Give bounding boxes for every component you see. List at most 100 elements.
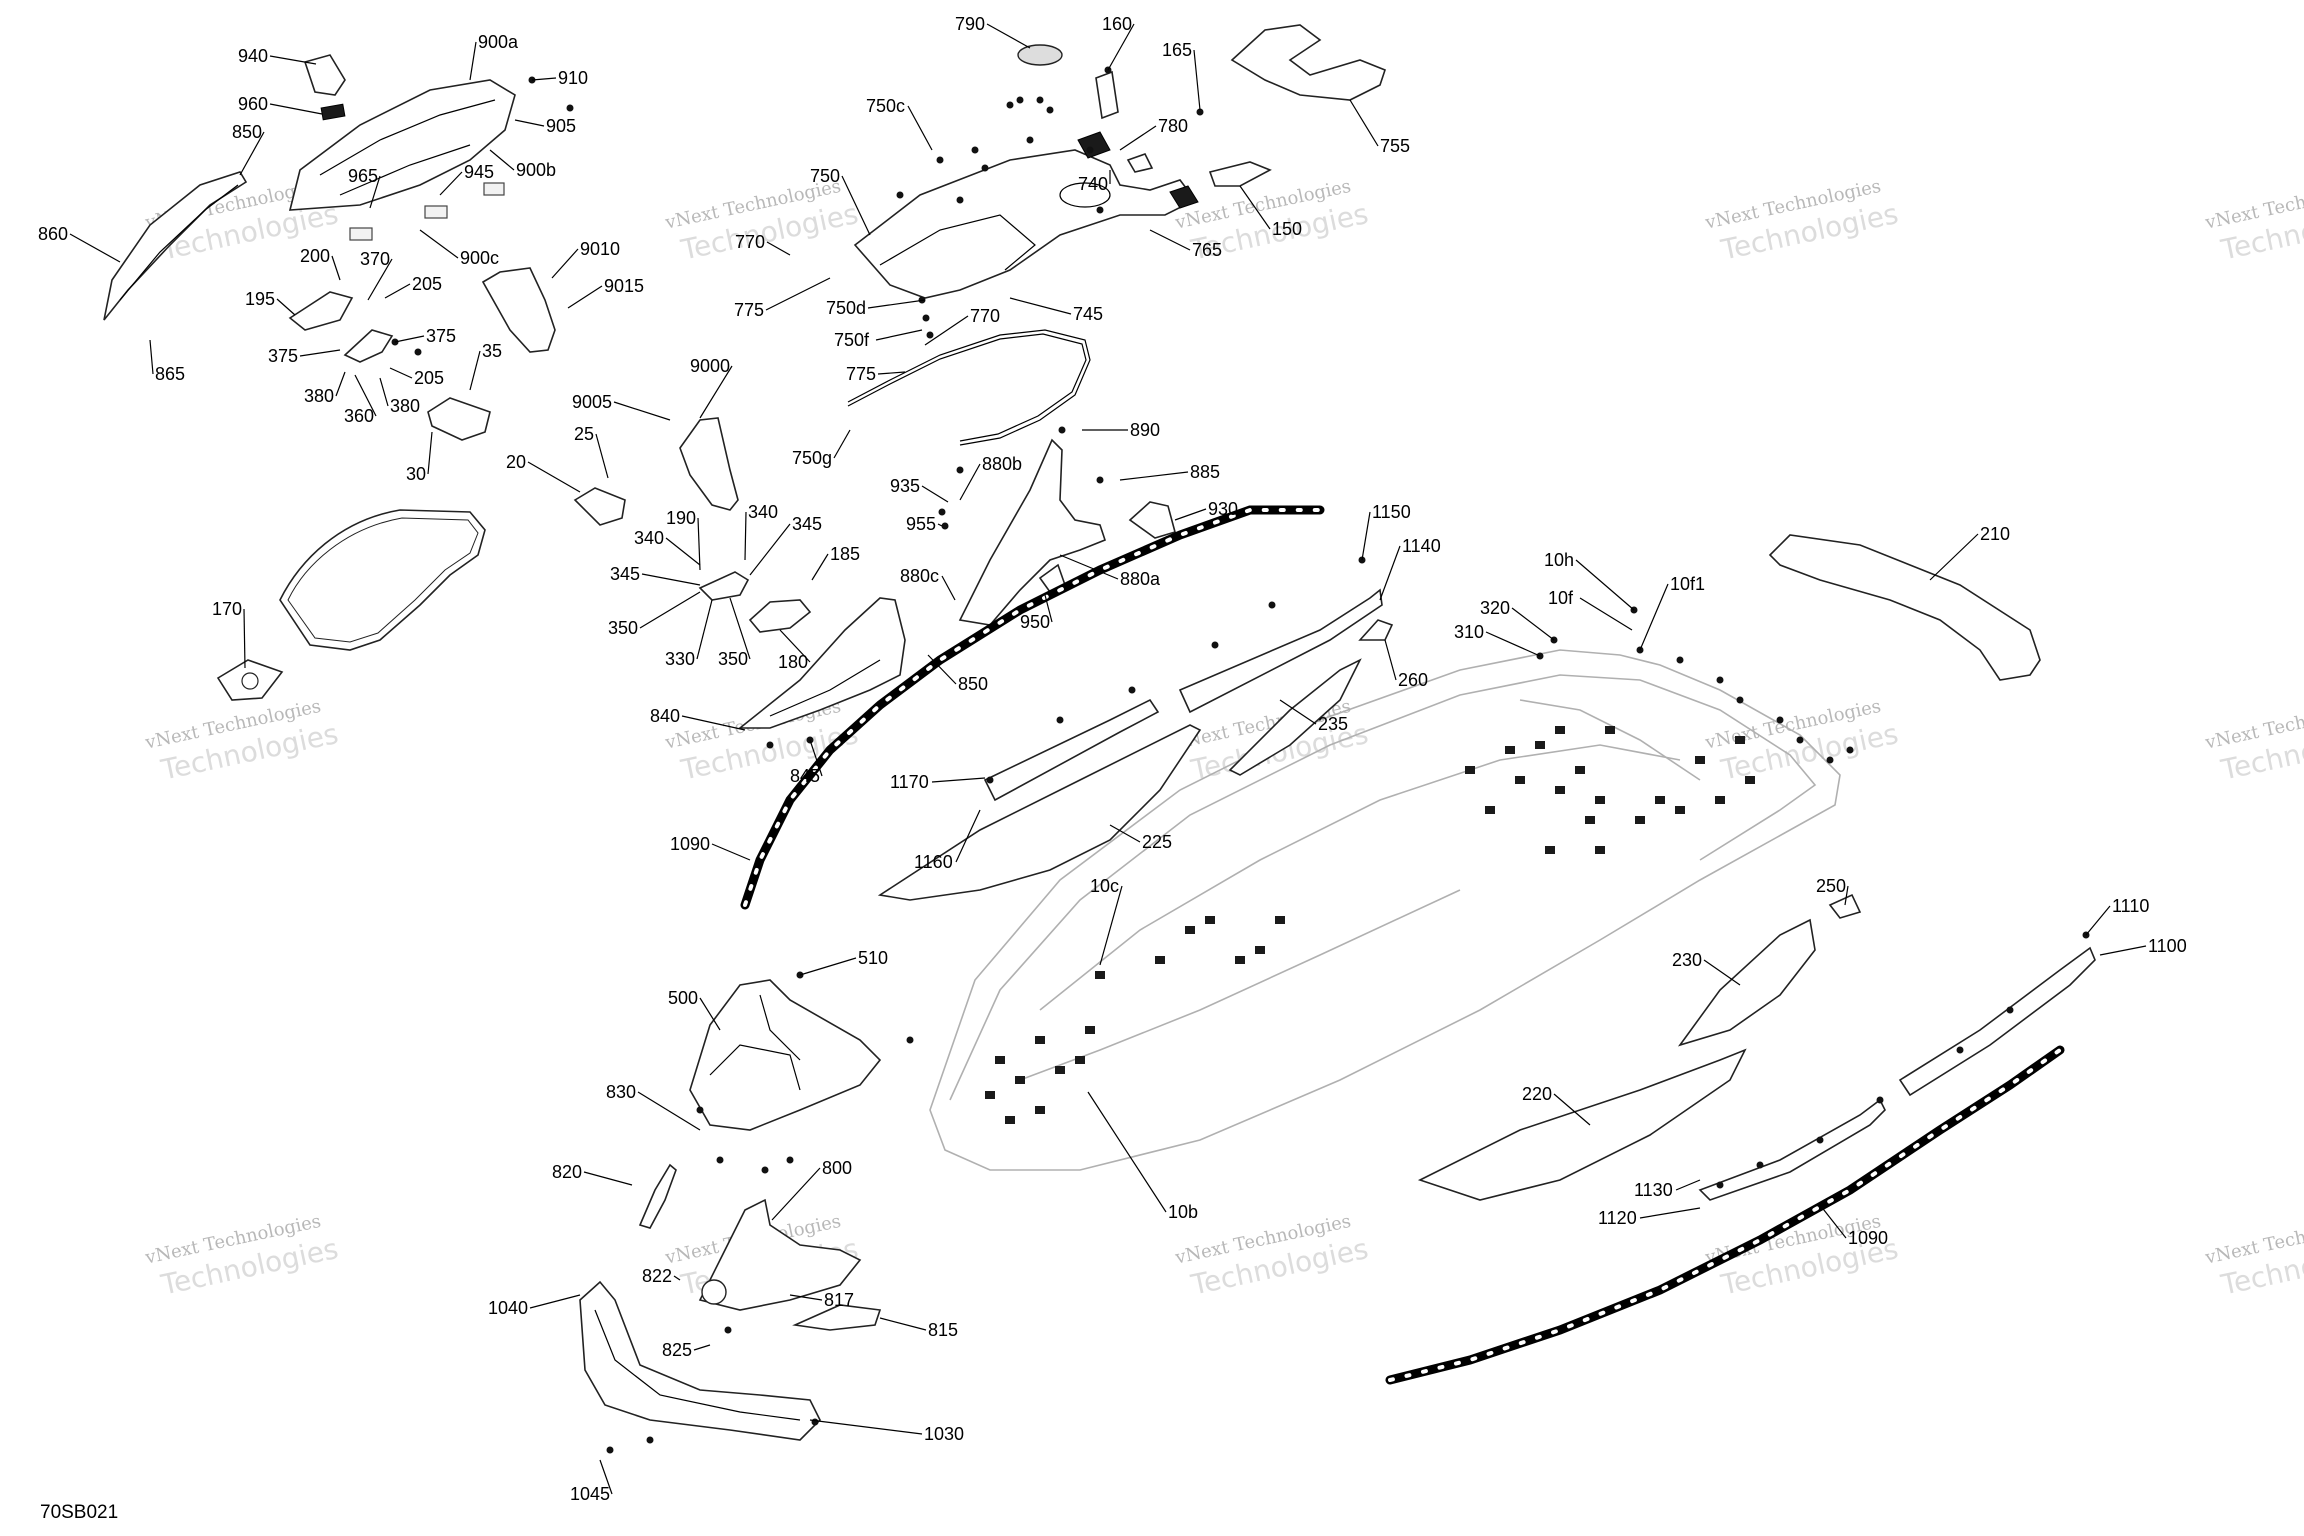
leader-line bbox=[941, 575, 956, 601]
part-500-front-cover bbox=[689, 979, 882, 1131]
leader-line bbox=[665, 537, 701, 566]
leader-line bbox=[2085, 905, 2111, 936]
leader-line bbox=[529, 1294, 581, 1309]
screw bbox=[1016, 96, 1024, 104]
hull-nut bbox=[1555, 786, 1565, 794]
hull-nut bbox=[1205, 916, 1215, 924]
callout-880a: 880a bbox=[1120, 569, 1161, 589]
callout-180: 180 bbox=[778, 652, 808, 672]
leader-line bbox=[379, 377, 389, 407]
screw bbox=[936, 156, 944, 164]
callout-910: 910 bbox=[558, 68, 588, 88]
hull-nut bbox=[1515, 776, 1525, 784]
part-170-plate bbox=[216, 659, 284, 701]
part-210-fender bbox=[1768, 534, 2041, 681]
callout-1040: 1040 bbox=[488, 1298, 528, 1318]
screw bbox=[1956, 1046, 1964, 1054]
screw bbox=[1676, 656, 1684, 664]
callout-380: 380 bbox=[390, 396, 420, 416]
part-195-bracket bbox=[288, 291, 354, 331]
screw bbox=[566, 104, 574, 112]
leader-line bbox=[1009, 297, 1072, 315]
leader-line bbox=[693, 1344, 711, 1351]
leader-line bbox=[1819, 1204, 1847, 1239]
part-235-fender bbox=[1228, 658, 1362, 776]
leader-line bbox=[427, 431, 433, 475]
callout-850: 850 bbox=[232, 122, 262, 142]
part-160 bbox=[1095, 70, 1119, 120]
callout-1030: 1030 bbox=[924, 1424, 964, 1444]
leader-line bbox=[1149, 229, 1191, 251]
callout-1090: 1090 bbox=[1848, 1228, 1888, 1248]
leader-line bbox=[1349, 99, 1379, 147]
leader-line bbox=[1279, 699, 1317, 725]
screw bbox=[1716, 1181, 1724, 1189]
callout-770: 770 bbox=[970, 306, 1000, 326]
screw bbox=[716, 1156, 724, 1164]
callout-1100: 1100 bbox=[2148, 936, 2187, 956]
part-960 bbox=[320, 103, 346, 121]
part-790-cap bbox=[1017, 44, 1063, 66]
leader-line bbox=[367, 258, 393, 301]
leader-line bbox=[1174, 508, 1207, 521]
part-360-bracket bbox=[343, 329, 394, 363]
callout-330: 330 bbox=[665, 649, 695, 669]
callout-822: 822 bbox=[642, 1266, 672, 1286]
part-940 bbox=[303, 54, 346, 96]
hull-nut bbox=[1735, 736, 1745, 744]
callout-955: 955 bbox=[906, 514, 936, 534]
callout-160: 160 bbox=[1102, 14, 1132, 34]
callout-220: 220 bbox=[1522, 1084, 1552, 1104]
leader-line bbox=[239, 131, 265, 176]
screw bbox=[971, 146, 979, 154]
screw bbox=[696, 1106, 704, 1114]
leader-line bbox=[673, 1275, 681, 1281]
leader-line bbox=[269, 103, 323, 115]
hull-nut bbox=[1185, 926, 1195, 934]
callout-817: 817 bbox=[824, 1290, 854, 1310]
callout-1150: 1150 bbox=[1372, 502, 1411, 522]
screw bbox=[811, 1418, 819, 1426]
callout-170: 170 bbox=[212, 599, 242, 619]
leader-line bbox=[331, 255, 341, 281]
hull-nut bbox=[1015, 1076, 1025, 1084]
diagram-reference-code: 70SB021 bbox=[40, 1502, 118, 1523]
part-9000-cover bbox=[679, 417, 739, 511]
hull-nut bbox=[985, 1091, 995, 1099]
leader-line bbox=[637, 1091, 701, 1131]
callout-375: 375 bbox=[426, 326, 456, 346]
hull-nut bbox=[1595, 846, 1605, 854]
callout-345: 345 bbox=[610, 564, 640, 584]
part-900a-rear-cover bbox=[288, 79, 516, 211]
screw bbox=[956, 466, 964, 474]
callout-1130: 1130 bbox=[1634, 1180, 1673, 1200]
screw bbox=[606, 1446, 614, 1454]
callout-900b: 900b bbox=[516, 160, 556, 180]
callout-340: 340 bbox=[634, 528, 664, 548]
callout-205: 205 bbox=[414, 368, 444, 388]
part-1160-rail bbox=[983, 698, 1160, 802]
hull-nut bbox=[1545, 846, 1555, 854]
callout-1110: 1110 bbox=[2112, 896, 2149, 916]
leader-line bbox=[389, 367, 413, 379]
leader-line bbox=[1553, 1093, 1591, 1126]
leader-line bbox=[1193, 49, 1201, 111]
part-170-seal bbox=[279, 509, 486, 651]
screw bbox=[1046, 106, 1054, 114]
callout-1170: 1170 bbox=[890, 772, 929, 792]
hull-nut bbox=[1235, 956, 1245, 964]
hull-nut bbox=[1575, 766, 1585, 774]
callout-10c: 10c bbox=[1090, 876, 1119, 896]
leader-line bbox=[809, 739, 823, 777]
callout-800: 800 bbox=[822, 1158, 852, 1178]
hull-nut bbox=[1255, 946, 1265, 954]
callout-235: 235 bbox=[1318, 714, 1348, 734]
leader-line bbox=[276, 298, 296, 316]
screw bbox=[1128, 686, 1136, 694]
hull-nut bbox=[995, 1056, 1005, 1064]
hull-nut bbox=[1275, 916, 1285, 924]
leader-line bbox=[639, 591, 701, 629]
hull-nut bbox=[1075, 1056, 1085, 1064]
leader-line bbox=[779, 629, 811, 663]
leader-line bbox=[921, 485, 949, 503]
